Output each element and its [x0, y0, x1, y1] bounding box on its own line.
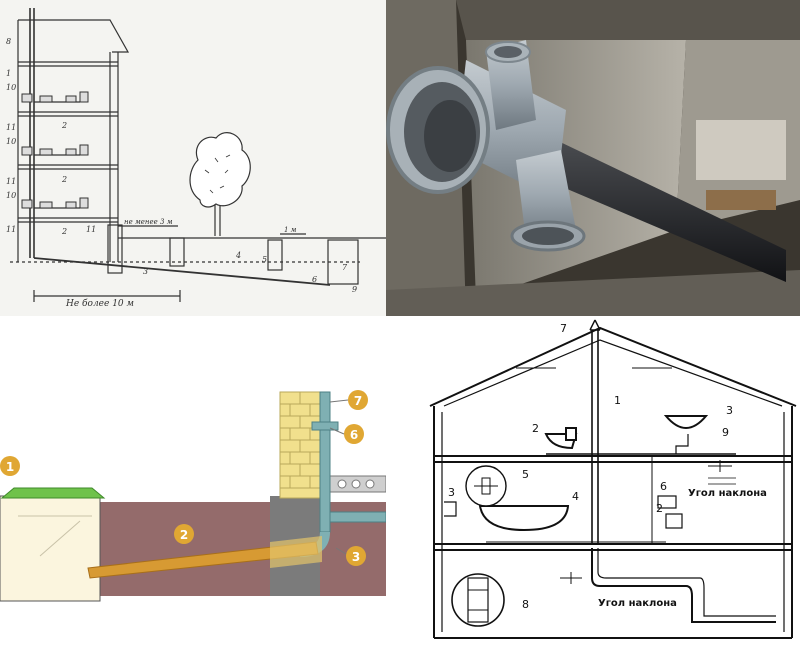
sketch-floor-number: 2 [61, 175, 67, 184]
sketch-ground-number: 7 [342, 263, 348, 272]
distance-label: Не более 10 м [65, 298, 134, 309]
house-sewer-scheme: 7 1 2 3 9 3 5 4 6 2 8 Угол наклона Угол … [386, 316, 800, 649]
sketch-number: 10 [6, 83, 16, 92]
scheme-number-2: 2 [532, 422, 539, 435]
sketch-ground-number: 3 [143, 267, 148, 276]
scheme-number-7: 7 [560, 322, 567, 335]
badge-6: 6 [344, 424, 364, 444]
sketch-number: 10 [6, 191, 16, 200]
tree-icon [189, 132, 251, 236]
colored-scheme-drawing: 1 2 3 6 7 [0, 390, 386, 602]
scheme-number-5: 5 [522, 468, 529, 481]
house-scheme-drawing: 7 1 2 3 9 3 5 4 6 2 8 Угол наклона Угол … [429, 319, 797, 639]
scheme-number-3b: 3 [448, 486, 455, 499]
building-section-drawing: 8 1 10 11 10 11 10 11 11 2 2 2 3 4 5 6 7… [6, 8, 386, 309]
slope-label-top: Угол наклона [688, 488, 767, 499]
sketch-ground-number: 6 [312, 275, 317, 284]
colored-sewer-scheme: 1 2 3 6 7 [0, 316, 386, 649]
scheme-number-2b: 2 [656, 502, 663, 515]
distance-label-3: 1 м [284, 226, 297, 234]
scheme-number-1: 1 [614, 394, 621, 407]
sketch-number: 11 [6, 225, 16, 234]
svg-text:3: 3 [352, 550, 360, 564]
sketch-number: 11 [86, 225, 96, 234]
sketch-number: 10 [6, 137, 16, 146]
sketch-number: 11 [6, 123, 16, 132]
badge-7: 7 [348, 390, 368, 410]
slope-label-bottom: Угол наклона [598, 598, 677, 609]
pipe-photo [386, 0, 800, 316]
sketch-number: 11 [6, 177, 16, 186]
badge-2: 2 [174, 524, 194, 544]
sketch-ground-number: 9 [352, 285, 357, 294]
scheme-number-8: 8 [522, 598, 529, 611]
badge-3: 3 [346, 546, 366, 566]
scheme-number-6: 6 [660, 480, 667, 493]
sketch-floor-number: 2 [61, 227, 67, 236]
distance-label-2: не менее 3 м [124, 218, 173, 226]
scheme-number-3: 3 [726, 404, 733, 417]
svg-text:7: 7 [354, 394, 362, 408]
sketch-ground-number: 5 [262, 255, 267, 264]
sketch-ground-number: 4 [235, 251, 241, 260]
svg-text:6: 6 [350, 428, 358, 442]
badge-1: 1 [0, 456, 20, 476]
svg-text:1: 1 [6, 460, 14, 474]
brick-wall [279, 391, 321, 499]
sketch-number: 8 [6, 37, 11, 46]
sketch-floor-number: 2 [61, 121, 67, 130]
scheme-number-9: 9 [722, 426, 729, 439]
svg-text:2: 2 [180, 528, 188, 542]
pipe-tee-photo-illustration [386, 0, 800, 316]
sketch-number: 1 [6, 69, 11, 78]
building-section-sketch: 8 1 10 11 10 11 10 11 11 2 2 2 3 4 5 6 7… [0, 0, 386, 316]
scheme-number-4: 4 [572, 490, 579, 503]
